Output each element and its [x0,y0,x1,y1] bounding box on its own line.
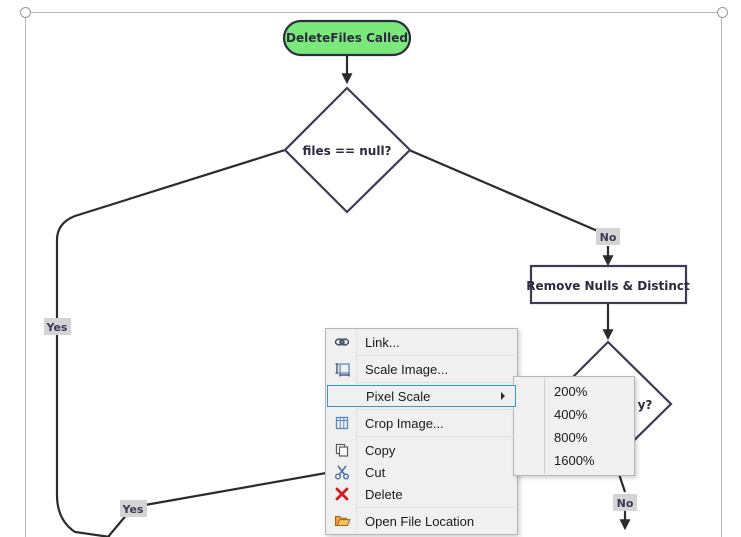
submenu-arrow-icon [501,392,505,400]
copy-icon [328,440,356,460]
menu-item-crop-image[interactable]: Crop Image... [326,412,517,434]
edge-label-yes-2-text: Yes [122,503,144,516]
menu-item-link[interactable]: Link... [326,331,517,353]
menu-item-crop-image-label: Crop Image... [365,415,444,431]
edge-label-no-1-text: No [600,231,617,244]
node-start-label: DeleteFiles Called [286,31,408,45]
selection-handle-top-right[interactable] [717,7,728,18]
menu-item-copy-label: Copy [365,442,396,458]
edge-decision1-no [408,148,614,267]
folder-icon [328,511,356,531]
menu-item-open-file-location[interactable]: Open File Location [326,510,517,532]
edge-label-yes-1-text: Yes [46,321,68,334]
submenu-icon-gutter [515,378,545,474]
edge-decision1-yes [55,148,286,537]
menu-item-open-file-location-label: Open File Location [365,513,475,529]
menu-separator-1 [357,355,515,356]
menu-item-link-label: Link... [365,334,400,350]
menu-item-delete-label: Delete [365,486,403,502]
pixel-scale-submenu[interactable]: 200% 400% 800% 1600% [513,376,635,476]
link-icon [328,332,356,352]
cut-icon [328,462,356,482]
crop-image-icon [328,413,356,433]
submenu-item-800[interactable]: 800% [514,426,634,449]
delete-icon [328,484,356,504]
context-menu[interactable]: Link... Scale Image... Pixel S [325,328,518,535]
menu-item-cut[interactable]: Cut [326,461,517,483]
node-decision2-label: y? [638,398,653,412]
submenu-item-200[interactable]: 200% [514,380,634,403]
pixel-scale-icon-placeholder [329,386,357,406]
edge-label-no-2-text: No [617,497,634,510]
node-decision-files-null[interactable]: files == null? [283,86,412,214]
menu-separator-4 [357,436,515,437]
submenu-item-1600-label: 1600% [554,453,595,468]
edge-label-yes-2: Yes [120,500,147,517]
node-start[interactable]: DeleteFiles Called [282,19,412,57]
submenu-item-400[interactable]: 400% [514,403,634,426]
menu-separator-5 [357,507,515,508]
menu-item-scale-image[interactable]: Scale Image... [326,358,517,380]
node-remove-label: Remove Nulls & Distinct [526,279,690,293]
menu-item-pixel-scale[interactable]: Pixel Scale [327,385,516,407]
menu-separator-3 [357,409,515,410]
node-decision1-label: files == null? [302,144,391,158]
submenu-item-1600[interactable]: 1600% [514,449,634,472]
menu-item-delete[interactable]: Delete [326,483,517,505]
edge-label-no-2: No [613,494,637,511]
submenu-item-800-label: 800% [554,430,588,445]
submenu-item-200-label: 200% [554,384,588,399]
menu-item-cut-label: Cut [365,464,386,480]
scale-image-icon [328,359,356,379]
menu-separator-2 [357,382,515,383]
menu-item-scale-image-label: Scale Image... [365,361,449,377]
menu-item-pixel-scale-label: Pixel Scale [366,388,431,404]
submenu-item-400-label: 400% [554,407,588,422]
menu-item-copy[interactable]: Copy [326,439,517,461]
edge-label-no-1: No [596,228,620,245]
selection-handle-top-left[interactable] [20,7,31,18]
node-remove-nulls-distinct[interactable]: Remove Nulls & Distinct [526,264,690,305]
edge-label-yes-1: Yes [44,318,71,335]
